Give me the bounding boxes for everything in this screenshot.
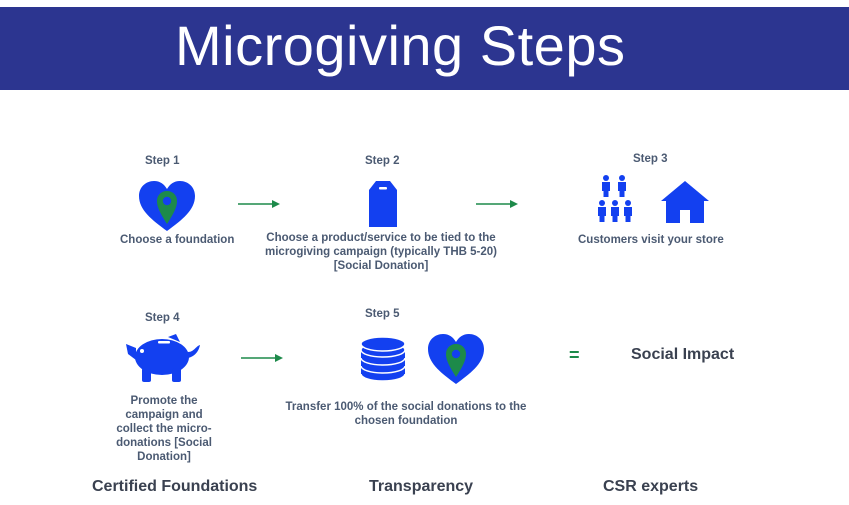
social-impact-label: Social Impact xyxy=(631,346,735,363)
piggy-bank-icon xyxy=(126,334,200,382)
step-1-text: Choose a foundation xyxy=(120,234,235,246)
equals-sign: = xyxy=(569,345,580,365)
page-title: Microgiving Steps xyxy=(175,14,626,77)
tag-icon xyxy=(369,181,397,227)
heart-pin-icon xyxy=(428,334,484,384)
step-2-label: Step 2 xyxy=(365,155,400,167)
title-banner: Microgiving Steps xyxy=(0,7,849,90)
step-4-text-line: donations [Social xyxy=(116,437,212,449)
step-4-text-line: Promote the xyxy=(130,395,198,407)
step-2-text-line: [Social Donation] xyxy=(333,260,429,272)
arrow-right-icon xyxy=(241,354,283,362)
step-2-text-line: microgiving campaign (typically THB 5-20… xyxy=(265,246,497,258)
arrow-right-icon xyxy=(238,200,280,208)
step-2-text-line: Choose a product/service to be tied to t… xyxy=(266,232,496,244)
step-5-text-line: Transfer 100% of the social donations to… xyxy=(285,401,527,413)
step-4-text-line: Donation] xyxy=(137,451,191,463)
step-3-label: Step 3 xyxy=(633,153,668,165)
step-4-text-line: campaign and xyxy=(125,409,203,421)
step-5-text-line: chosen foundation xyxy=(354,415,458,427)
house-icon xyxy=(661,181,709,223)
arrow-right-icon xyxy=(476,200,518,208)
heart-pin-icon xyxy=(139,181,195,231)
people-icon xyxy=(598,175,632,222)
step-4-label: Step 4 xyxy=(145,312,180,324)
step-4-text: Promote the campaign and collect the mic… xyxy=(110,394,218,464)
step-5-label: Step 5 xyxy=(365,308,400,320)
step-1-label: Step 1 xyxy=(145,155,180,167)
footer-csr-experts: CSR experts xyxy=(603,478,699,495)
coin-stack-icon xyxy=(360,336,406,382)
step-4-text-line: collect the micro- xyxy=(116,423,212,435)
step-5-text: Transfer 100% of the social donations to… xyxy=(278,400,534,428)
step-2-text: Choose a product/service to be tied to t… xyxy=(262,231,500,273)
footer-transparency: Transparency xyxy=(369,478,474,495)
step-3-text: Customers visit your store xyxy=(578,234,724,246)
footer-certified-foundations: Certified Foundations xyxy=(92,478,258,495)
